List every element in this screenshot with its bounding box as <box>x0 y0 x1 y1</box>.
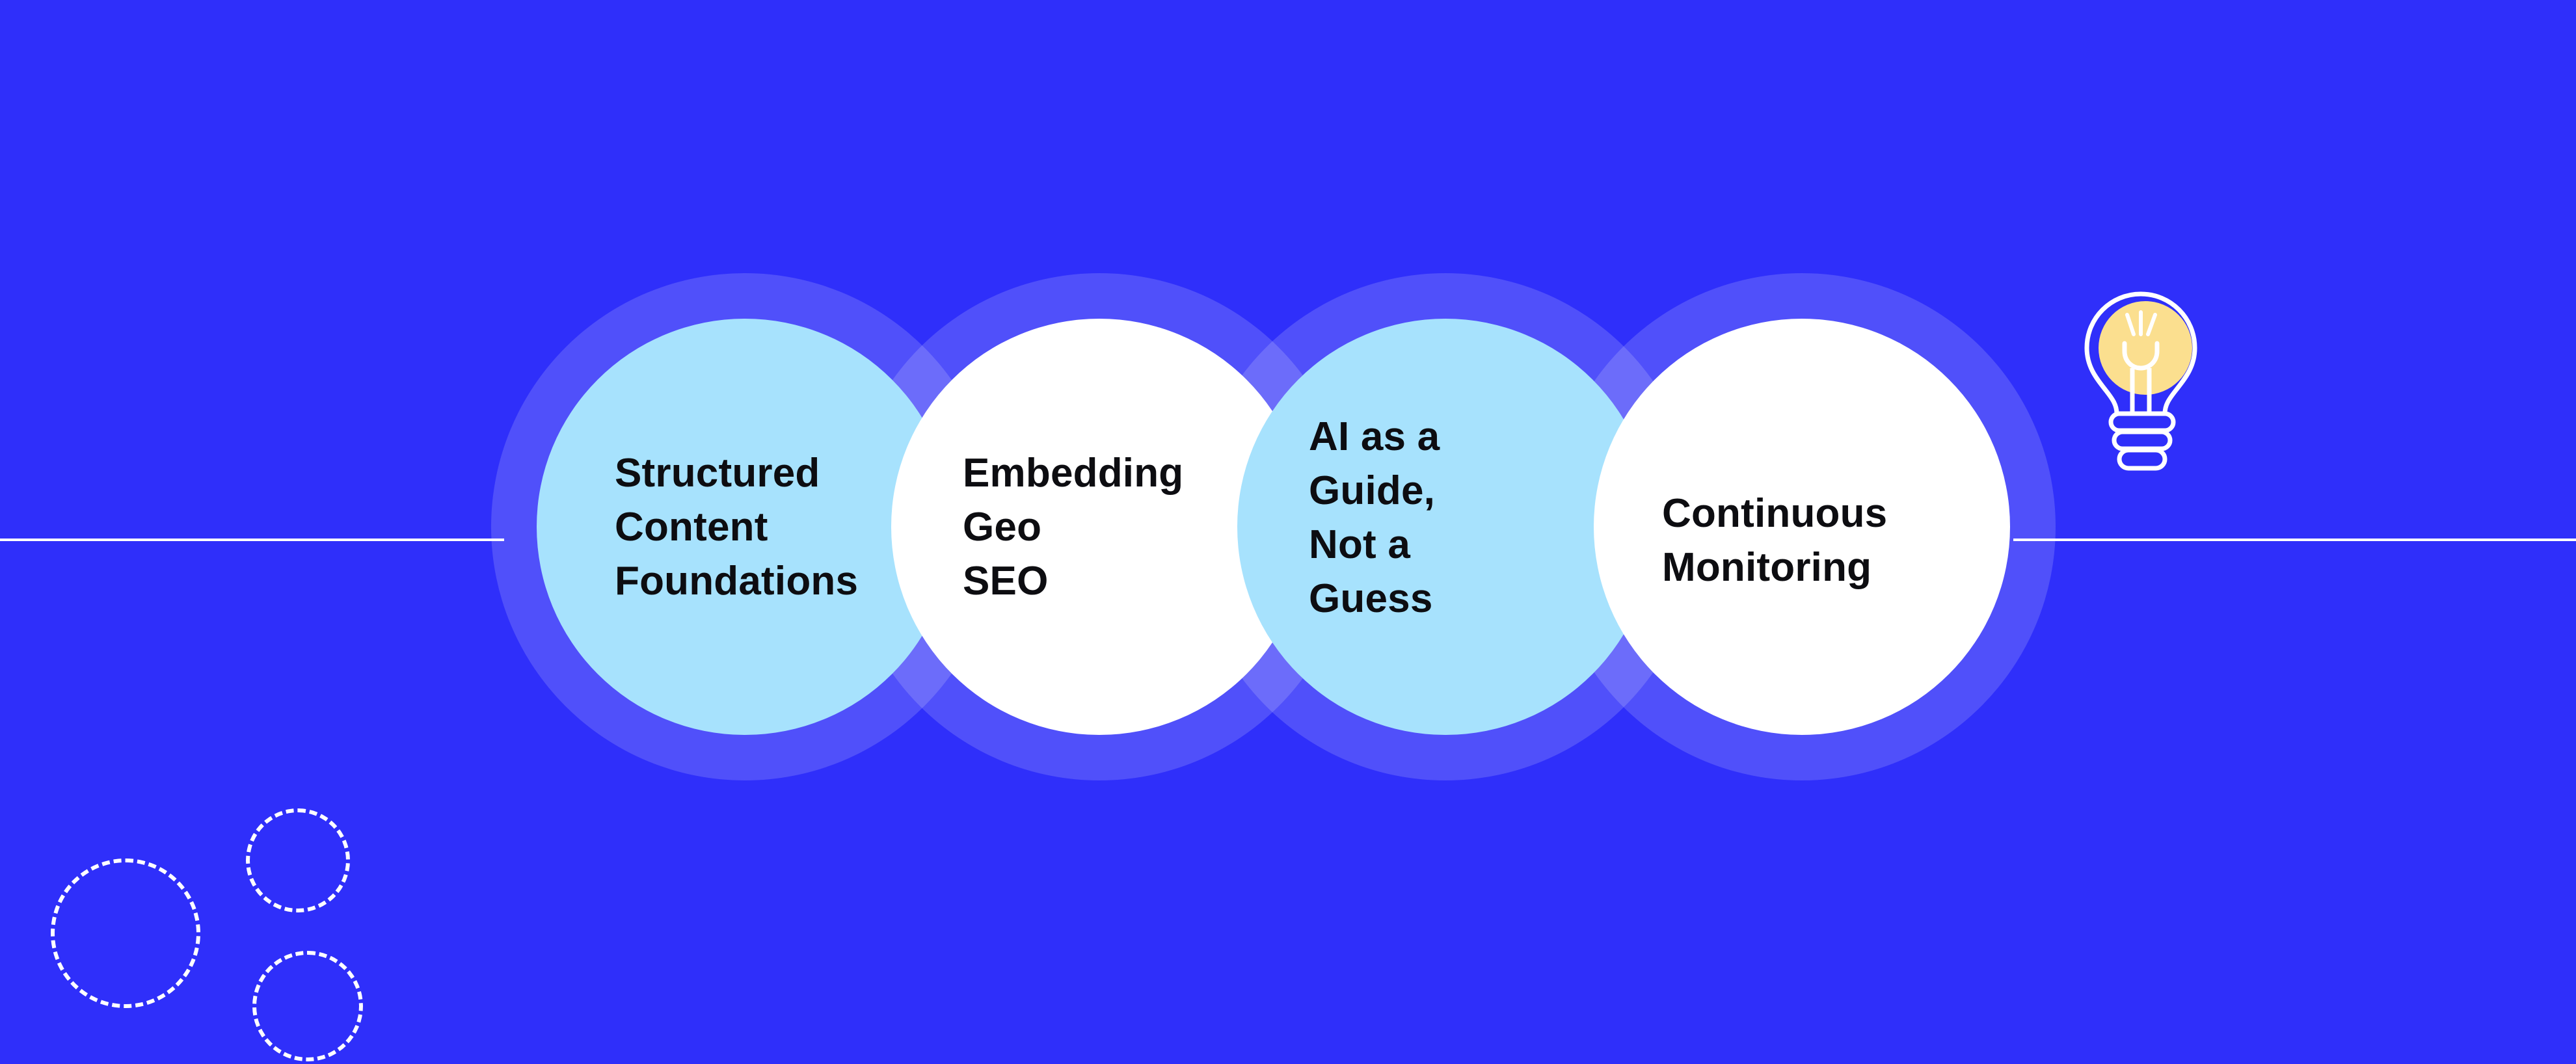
circle-label-continuous-monitoring: Continuous Monitoring <box>1662 491 1888 590</box>
lightbulb-ray-right <box>2146 313 2157 336</box>
lightbulb-glow <box>2099 301 2192 395</box>
circle-label-embedding-geo-seo: Embedding Geo SEO <box>963 450 1184 604</box>
lightbulb-ray-left <box>2125 313 2136 336</box>
lightbulb-base-ring-2 <box>2112 429 2173 451</box>
circle-label-structured-content-foundations: Structured Content Foundations <box>615 450 859 604</box>
lightbulb-filament <box>2122 341 2160 371</box>
dashed-circle-small-top <box>246 808 350 912</box>
circle-ai-as-a-guide-not-a-guess[interactable]: AI as a Guide, Not a Guess <box>1237 319 1654 735</box>
horizontal-rule-left <box>0 539 504 541</box>
circle-structured-content-foundations[interactable]: Structured Content Foundations <box>537 319 953 735</box>
lightbulb-icon <box>2074 286 2210 475</box>
dashed-circle-large <box>51 858 200 1008</box>
lightbulb-base-ring-1 <box>2108 411 2176 433</box>
circle-label-ai-as-a-guide-not-a-guess: AI as a Guide, Not a Guess <box>1309 414 1440 621</box>
horizontal-rule-right <box>2013 539 2576 541</box>
dashed-circle-small-bottom <box>252 951 363 1061</box>
circle-continuous-monitoring[interactable]: Continuous Monitoring <box>1594 319 2010 735</box>
lightbulb-base-ring-3 <box>2117 447 2167 471</box>
